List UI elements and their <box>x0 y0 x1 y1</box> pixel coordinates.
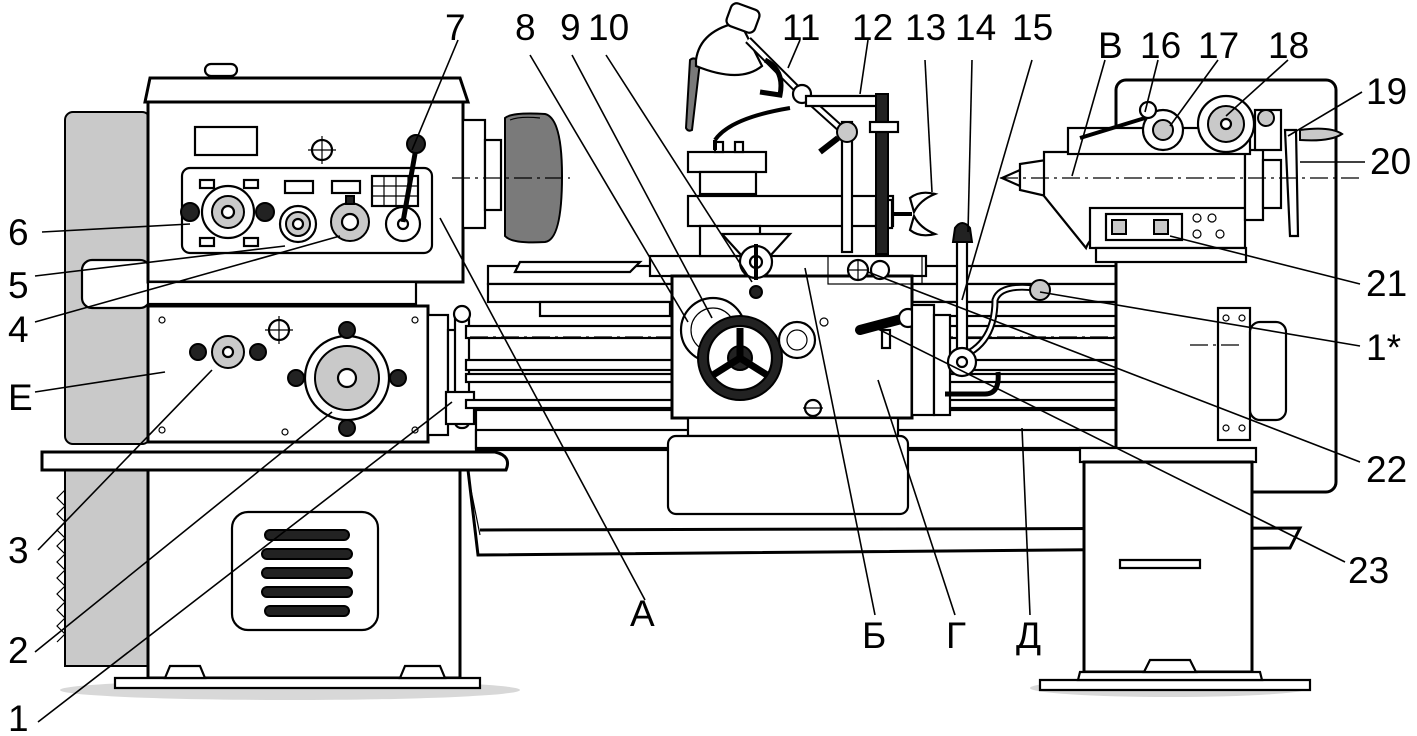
leader-11 <box>787 39 801 69</box>
callout-13: 13 <box>905 7 946 48</box>
leader-2 <box>34 411 333 653</box>
leader-17 <box>1169 59 1219 127</box>
callout-2: 2 <box>8 630 29 671</box>
leader-V <box>1071 59 1106 177</box>
leader-6 <box>41 223 191 233</box>
callout-V: В <box>1098 25 1123 66</box>
apron <box>648 254 952 516</box>
leader-16 <box>1144 59 1159 113</box>
callout-15: 15 <box>1012 7 1053 48</box>
leader-5 <box>34 245 286 277</box>
leader-4 <box>34 235 341 323</box>
leader-23 <box>871 325 1346 563</box>
chuck <box>461 112 564 244</box>
leader-9 <box>571 54 713 319</box>
leader-1 <box>37 401 453 723</box>
callout-16: 16 <box>1140 25 1181 66</box>
leader-D <box>1021 427 1031 616</box>
callout-19: 19 <box>1366 71 1407 112</box>
leader-3 <box>37 369 213 551</box>
callout-B: Б <box>862 615 886 656</box>
leader-B <box>804 267 876 616</box>
headstock-cabinet <box>56 111 482 690</box>
leader-G <box>877 379 956 616</box>
callout-6: 6 <box>8 212 29 253</box>
callout-5: 5 <box>8 265 29 306</box>
tailstock <box>999 94 1344 264</box>
callout-18: 18 <box>1268 25 1309 66</box>
leader-7 <box>411 39 459 151</box>
callout-1star: 1* <box>1366 327 1401 368</box>
callout-E: Е <box>8 377 33 418</box>
leader-A <box>439 217 646 601</box>
leader-14 <box>967 59 973 233</box>
leader-15 <box>961 59 1033 301</box>
callout-21: 21 <box>1366 263 1407 304</box>
callout-14: 14 <box>955 7 996 48</box>
leader-22 <box>867 271 1361 463</box>
callout-9: 9 <box>560 7 581 48</box>
callout-17: 17 <box>1198 25 1239 66</box>
lever-1-star <box>945 279 1051 397</box>
work-lamp <box>684 2 900 255</box>
callout-labels: 6 5 4 Е 3 2 1 7 8 9 10 11 12 13 14 15 В … <box>8 7 1411 736</box>
leader-lines <box>34 39 1365 723</box>
feed-gearbox <box>146 304 476 444</box>
leader-18 <box>1225 59 1289 117</box>
leader-E <box>34 371 166 393</box>
leader-13 <box>924 59 933 193</box>
callout-20: 20 <box>1370 141 1411 182</box>
callout-11: 11 <box>782 7 820 48</box>
leader-8 <box>529 54 689 323</box>
leader-10 <box>605 54 753 283</box>
callout-G: Г <box>946 615 966 656</box>
callout-1: 1 <box>8 698 29 736</box>
callout-4: 4 <box>8 309 29 350</box>
callout-A: А <box>630 593 655 634</box>
callout-3: 3 <box>8 530 29 571</box>
leader-12 <box>859 39 869 95</box>
callout-10: 10 <box>588 7 629 48</box>
callout-22: 22 <box>1366 449 1407 490</box>
vent-grille <box>261 529 353 617</box>
leader-19 <box>1287 91 1363 137</box>
callout-12: 12 <box>852 7 893 48</box>
leader-21 <box>1169 235 1361 285</box>
callout-7: 7 <box>445 7 466 48</box>
headstock <box>143 62 471 306</box>
leader-1star <box>1039 291 1361 347</box>
callout-D: Д <box>1016 615 1041 656</box>
callout-8: 8 <box>515 7 536 48</box>
callout-23: 23 <box>1348 550 1389 591</box>
